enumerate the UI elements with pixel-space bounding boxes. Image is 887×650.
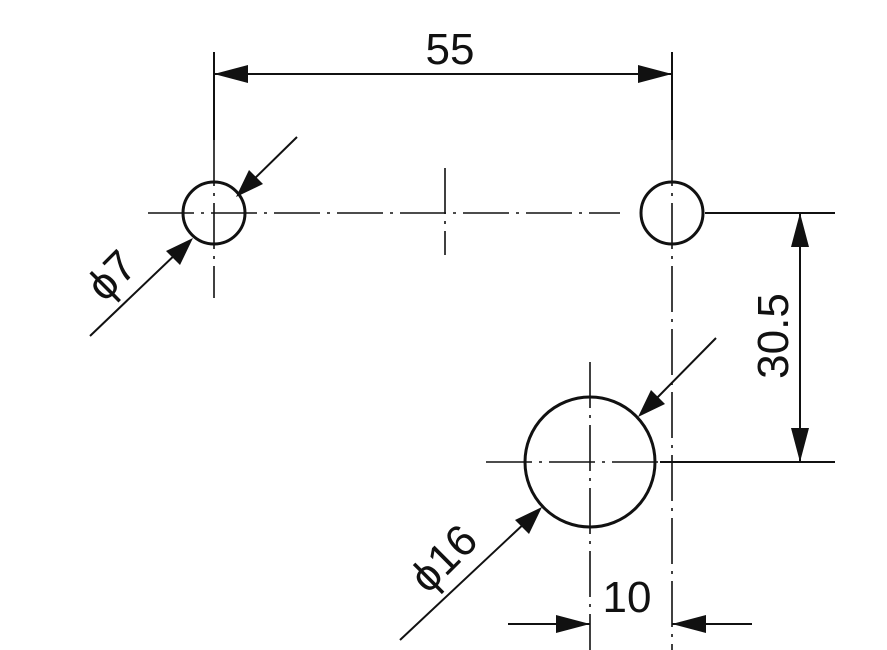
arrowhead-55-left xyxy=(214,65,248,83)
dimension-label-55: 55 xyxy=(426,25,475,74)
extension-lines xyxy=(213,52,835,463)
small-hole-left xyxy=(181,180,247,246)
arrowhead-7-lower xyxy=(166,238,193,265)
small-hole-right xyxy=(639,180,705,246)
centerlines xyxy=(148,140,673,650)
arrowhead-10-left xyxy=(556,615,590,633)
arrowhead-30-5-top xyxy=(791,213,809,247)
arrowhead-30-5-bottom xyxy=(791,428,809,462)
dimension-10: 10 xyxy=(508,573,752,633)
diameter-16-leader: ϕ16 xyxy=(399,337,717,641)
arrowhead-10-right xyxy=(672,615,706,633)
leader-line-7-lower xyxy=(89,249,181,337)
diameter-7-leader: ϕ7 xyxy=(77,136,298,337)
leader-line-16-upper xyxy=(651,337,717,404)
dimension-label-diameter-16: ϕ16 xyxy=(400,515,487,602)
dimension-label-diameter-7: ϕ7 xyxy=(77,241,146,310)
arrowhead-16-lower xyxy=(515,507,542,534)
leader-line-16-lower xyxy=(399,519,529,641)
dimension-label-10: 10 xyxy=(603,573,652,622)
arrowhead-55-right xyxy=(638,65,672,83)
arrowhead-16-upper xyxy=(638,390,665,417)
dimension-55: 55 xyxy=(214,25,672,83)
arrowhead-7-upper xyxy=(236,170,263,197)
large-hole xyxy=(523,395,657,529)
dimension-label-30-5: 30.5 xyxy=(749,293,798,379)
dimension-30-5: 30.5 xyxy=(749,213,809,462)
